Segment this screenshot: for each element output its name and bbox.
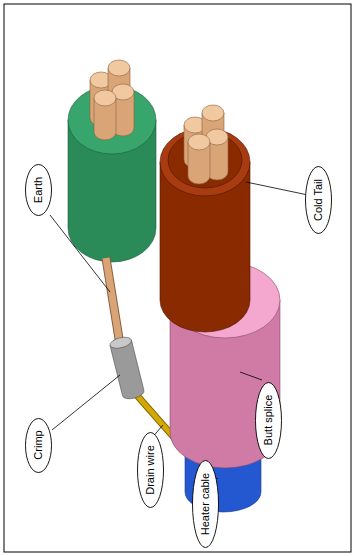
- callout-oval: Earth: [25, 164, 52, 216]
- callout-oval: Butt splice: [255, 382, 282, 459]
- callout-label: Heater cable: [199, 473, 212, 535]
- earth-cable: [68, 86, 156, 262]
- leader-lines: [50, 182, 308, 490]
- crimp: [109, 335, 145, 400]
- callout-oval: Heater cable: [192, 460, 219, 548]
- callout-oval: Crimp: [25, 418, 52, 473]
- frame: [4, 4, 351, 552]
- earth-strands: [90, 60, 134, 140]
- callout-oval: Drain wire: [137, 432, 164, 508]
- cold-tail-strands: [184, 105, 228, 184]
- callout-oval: Cold Tail: [305, 166, 332, 234]
- callout-label: Drain wire: [144, 445, 157, 495]
- callout-label: Butt splice: [262, 395, 275, 446]
- callout-label: Cold Tail: [312, 179, 325, 221]
- callout-label: Earth: [32, 177, 45, 203]
- cold-tail: [160, 128, 250, 332]
- callout-label: Crimp: [32, 430, 45, 459]
- earth-wire: [106, 258, 120, 345]
